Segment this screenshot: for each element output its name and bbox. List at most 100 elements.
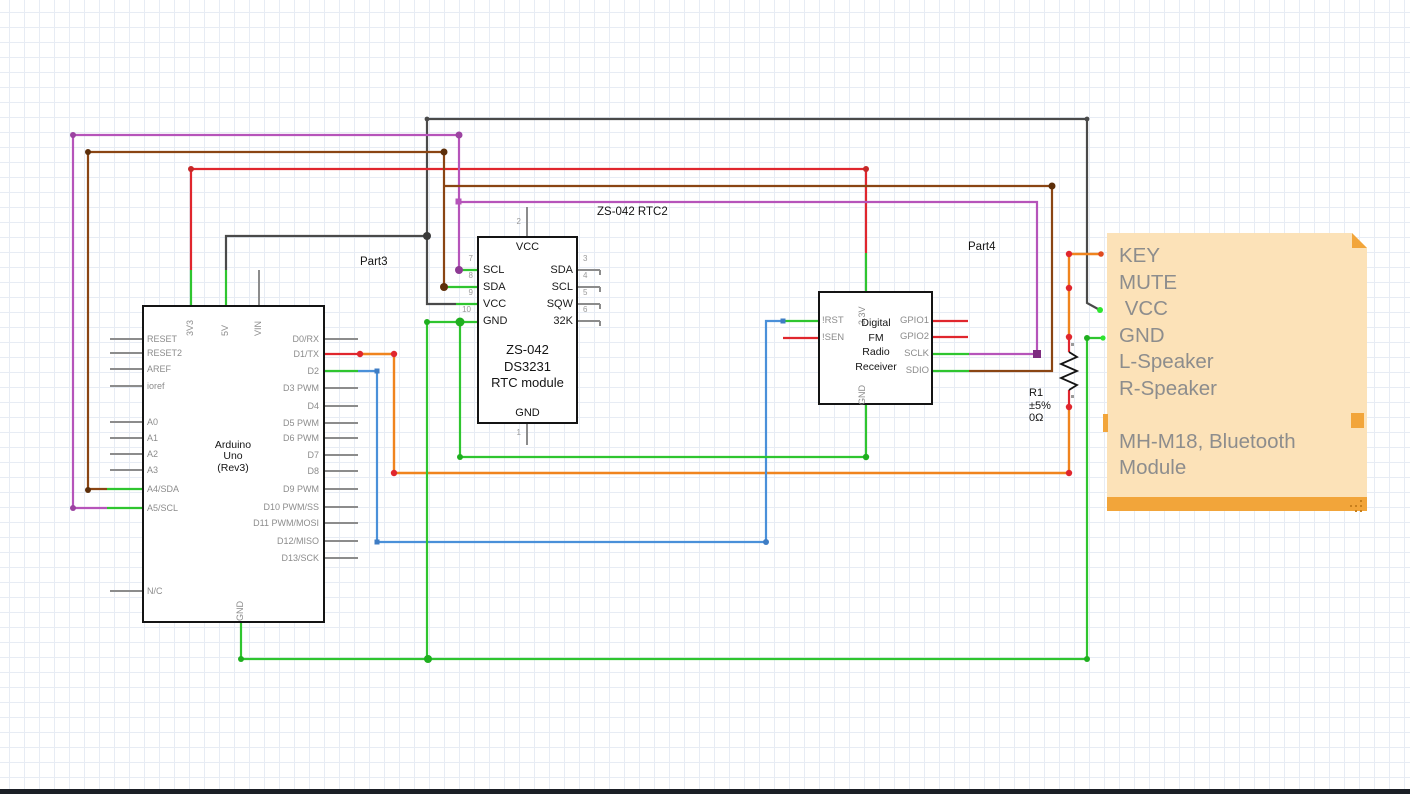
arduino-pin-d9: D9 PWM xyxy=(283,484,319,494)
arduino-pin-nc: N/C xyxy=(147,586,163,596)
arduino-pin-a5-scl: A5/SCL xyxy=(147,503,179,513)
note-line-module-name: MH-M18, Bluetooth xyxy=(1119,429,1296,453)
rtc-pin-scl: SCL xyxy=(483,264,505,276)
sticky-note-resize-grip[interactable] xyxy=(1350,505,1352,507)
rtc-pinnum-6: 6 xyxy=(583,305,588,314)
arduino-pin-d8: D8 xyxy=(307,466,319,476)
arduino-pin-a4-sda: A4/SDA xyxy=(147,484,180,494)
arduino-title-line1: Arduino xyxy=(214,439,252,451)
rtc-pin-sqw: SQW xyxy=(546,298,573,310)
part3-label[interactable]: Part3 xyxy=(360,256,388,268)
arduino-pin-ioref: ioref xyxy=(147,381,165,391)
arduino-pin-a1: A1 xyxy=(147,433,159,443)
rtc-net-label[interactable]: ZS-042 RTC2 xyxy=(597,206,668,218)
fm-title-line2: FM xyxy=(868,331,884,344)
wire-d2-rst-net[interactable] xyxy=(358,319,783,544)
wire-5v-vcc-net[interactable] xyxy=(224,117,1099,310)
window-bottom-edge xyxy=(0,789,1410,794)
rtc-title: ZS-042 DS3231 RTC module xyxy=(477,342,578,392)
arduino-pin-d1: D1/TX xyxy=(293,349,319,359)
arduino-pin-d0: D0/RX xyxy=(292,334,319,344)
arduino-pin-d4: D4 xyxy=(307,401,319,411)
fm-pin-gpio2: GPIO2 xyxy=(899,331,929,342)
note-line-lspeaker: L-Speaker xyxy=(1119,350,1214,373)
note-line-module: Module xyxy=(1119,456,1187,479)
rtc-pinnum-5: 5 xyxy=(583,288,588,297)
note-line-vcc: VCC xyxy=(1119,297,1168,320)
component-pin-legs xyxy=(110,207,601,592)
resistor-label[interactable]: R1 ±5% 0Ω xyxy=(1029,387,1051,425)
note-line-gnd: GND xyxy=(1119,323,1165,347)
rtc-pinnum-8: 8 xyxy=(468,271,473,280)
arduino-pin-d10: D10 PWM/SS xyxy=(263,502,319,512)
arduino-title: Arduino Uno (Rev3) xyxy=(173,439,293,474)
note-line-blank xyxy=(1119,402,1355,429)
arduino-pin-5v: 5V xyxy=(220,324,230,336)
arduino-pin-d6: D6 PWM xyxy=(283,433,319,443)
arduino-pin-d2: D2 xyxy=(307,366,319,376)
arduino-pin-aref: AREF xyxy=(147,364,172,374)
rtc-title-line1: ZS-042 xyxy=(506,342,549,357)
fm-pin-sdio: SDIO xyxy=(905,365,929,376)
rtc-top-pin-label: VCC xyxy=(515,241,540,253)
arduino-pin-vin: VIN xyxy=(253,320,263,336)
rtc-pin-sda: SDA xyxy=(483,281,506,293)
rtc-pinnum-7: 7 xyxy=(468,254,473,263)
fm-title-line4: Receiver xyxy=(855,360,897,373)
fm-pin-gpio1: GPIO1 xyxy=(899,315,929,326)
resistor-pin2-mark xyxy=(1071,395,1074,398)
arduino-pin-d3: D3 PWM xyxy=(283,383,319,393)
part4-label[interactable]: Part4 xyxy=(968,241,996,253)
fm-pin-sen: !SEN xyxy=(822,332,845,343)
resistor-tolerance: ±5% xyxy=(1029,399,1051,412)
rtc-pinnum-1: 1 xyxy=(516,428,521,437)
rtc-module-component[interactable] xyxy=(477,236,578,424)
fm-title: Digital FM Radio Receiver xyxy=(820,316,932,374)
rtc-pin-gnd: GND xyxy=(483,315,508,327)
arduino-pin-reset2: RESET2 xyxy=(147,348,183,358)
rtc-pin-scl2: SCL xyxy=(551,281,573,293)
junction-dots xyxy=(70,116,1106,663)
rtc-pinnum-10: 10 xyxy=(462,305,471,314)
connected-pin-legs xyxy=(107,253,969,510)
sticky-note-right-handle[interactable] xyxy=(1351,413,1364,428)
rtc-pinnum-2: 2 xyxy=(516,217,521,226)
arduino-pin-a0: A0 xyxy=(147,417,159,427)
arduino-pin-gnd: GND xyxy=(235,601,245,621)
sticky-note-bottom-bar[interactable] xyxy=(1107,497,1367,511)
arduino-pin-d5: D5 PWM xyxy=(283,418,319,428)
note-line-key: KEY xyxy=(1119,244,1161,267)
arduino-pin-a3: A3 xyxy=(147,465,159,475)
rtc-pin-vcc: VCC xyxy=(483,298,507,310)
sticky-note[interactable] xyxy=(1107,233,1367,511)
arduino-pin-d13: D13/SCK xyxy=(281,553,319,563)
fm-title-line1: Digital xyxy=(861,317,891,329)
sticky-note-left-handle[interactable] xyxy=(1103,414,1108,432)
sticky-note-text[interactable]: KEY MUTE VCC GND L-Speaker R-Speaker MH-… xyxy=(1119,243,1355,482)
rtc-pin-sda2: SDA xyxy=(550,264,573,276)
resistor-symbol[interactable] xyxy=(1058,351,1080,391)
arduino-title-line3: (Rev3) xyxy=(217,461,249,474)
arduino-pin-d7: D7 xyxy=(307,450,319,460)
fm-radio-component[interactable] xyxy=(818,291,933,405)
fm-pin-gnd: GND xyxy=(857,385,867,405)
arduino-uno-component[interactable] xyxy=(142,305,325,623)
rtc-title-line3: RTC module xyxy=(491,375,564,390)
resistor-value: 0Ω xyxy=(1029,412,1044,424)
arduino-pin-reset: RESET xyxy=(147,334,178,344)
note-line-rspeaker: R-Speaker xyxy=(1119,376,1217,400)
rtc-pinnum-4: 4 xyxy=(583,271,588,280)
arduino-pin-3v3: 3V3 xyxy=(185,319,195,336)
arduino-pin-d11: D11 PWM/MOSI xyxy=(253,518,319,528)
resistor-designator: R1 xyxy=(1029,387,1044,399)
fm-pin-rst: !RST xyxy=(822,315,844,326)
rtc-bottom-pin-label: GND xyxy=(515,407,540,419)
arduino-pin-d12: D12/MISO xyxy=(276,536,319,546)
resistor-pin1-mark xyxy=(1071,343,1074,346)
rtc-pinnum-9: 9 xyxy=(468,288,473,297)
fm-title-line3: Radio xyxy=(862,346,890,359)
arduino-title-line2: Uno xyxy=(223,450,243,463)
wire-gnd-net[interactable] xyxy=(239,320,1105,661)
